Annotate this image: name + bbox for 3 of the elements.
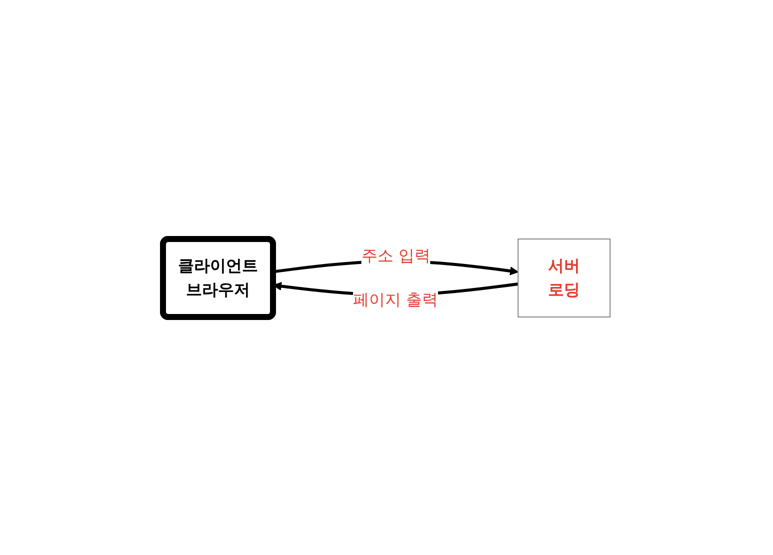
edge-label: 주소 입력 [361,246,430,265]
edge-label: 페이지 출력 [352,290,438,308]
node-box: 서버 로딩 [518,238,611,317]
